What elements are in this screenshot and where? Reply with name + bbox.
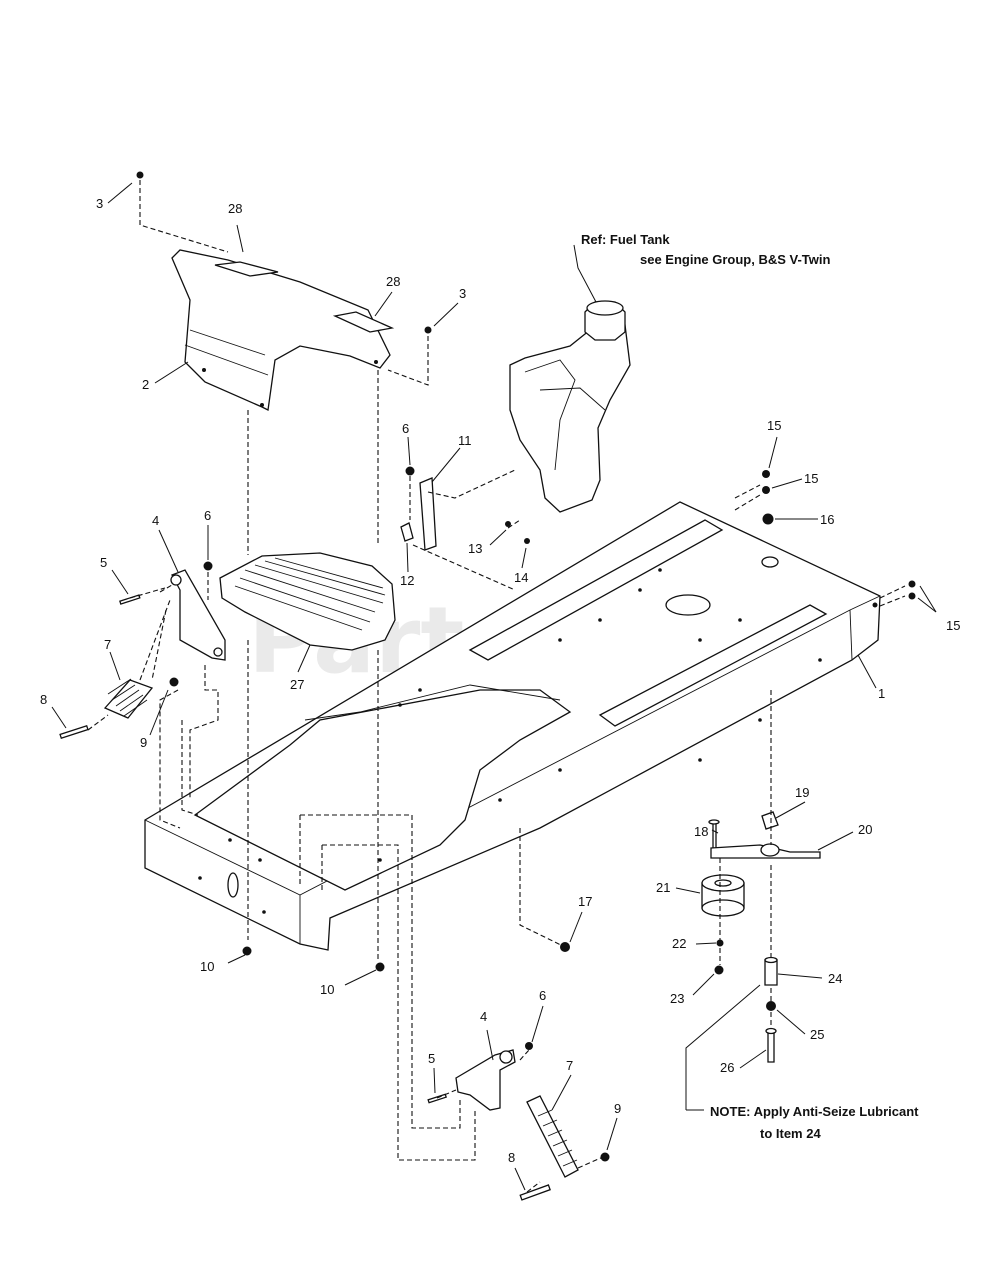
callout-27: 27 bbox=[290, 677, 304, 692]
bolt-8-upper bbox=[59, 724, 89, 740]
note-lube-line2: to Item 24 bbox=[760, 1126, 821, 1141]
upper-bracket-part bbox=[170, 569, 226, 661]
callout-13: 13 bbox=[468, 541, 482, 556]
callout-6c: 6 bbox=[539, 988, 546, 1003]
callout-5a: 5 bbox=[100, 555, 107, 570]
spring-19-part bbox=[761, 811, 779, 830]
fuel-tank-part bbox=[509, 300, 631, 513]
callout-15c: 15 bbox=[946, 618, 960, 633]
lower-shock-part bbox=[526, 1095, 579, 1178]
bolt-5-lower bbox=[427, 1093, 447, 1104]
bracket-part bbox=[419, 477, 437, 551]
callout-19: 19 bbox=[795, 785, 809, 800]
floor-mat-part bbox=[219, 552, 396, 651]
callout-9b: 9 bbox=[614, 1101, 621, 1116]
callout-14: 14 bbox=[514, 570, 528, 585]
callout-24: 24 bbox=[828, 971, 842, 986]
callout-5b: 5 bbox=[428, 1051, 435, 1066]
spacer-24-part bbox=[764, 959, 778, 986]
callout-numbers: 3 28 28 3 2 6 11 15 15 16 4 6 13 5 12 14… bbox=[40, 196, 960, 1165]
callout-1: 1 bbox=[878, 686, 885, 701]
callout-15b: 15 bbox=[804, 471, 818, 486]
callout-7a: 7 bbox=[104, 637, 111, 652]
upper-shock-part bbox=[103, 678, 154, 719]
callout-10b: 10 bbox=[320, 982, 334, 997]
assembly-lines bbox=[87, 180, 906, 1193]
pulley-21-part bbox=[701, 874, 745, 917]
callout-28a: 28 bbox=[228, 201, 242, 216]
callout-3b: 3 bbox=[459, 286, 466, 301]
bolt-26-part bbox=[767, 1031, 775, 1063]
callout-25: 25 bbox=[810, 1027, 824, 1042]
callout-6b: 6 bbox=[204, 508, 211, 523]
screw-12-part bbox=[400, 522, 414, 542]
callout-2: 2 bbox=[142, 377, 149, 392]
callout-3a: 3 bbox=[96, 196, 103, 211]
bolt-8-lower bbox=[519, 1184, 551, 1201]
callout-10a: 10 bbox=[200, 959, 214, 974]
callout-18: 18 bbox=[694, 824, 708, 839]
callout-6a: 6 bbox=[402, 421, 409, 436]
callout-21: 21 bbox=[656, 880, 670, 895]
callout-20: 20 bbox=[858, 822, 872, 837]
callout-7b: 7 bbox=[566, 1058, 573, 1073]
callout-26: 26 bbox=[720, 1060, 734, 1075]
hardware-dots bbox=[136, 171, 916, 1162]
callout-12: 12 bbox=[400, 573, 414, 588]
lower-bracket-part bbox=[455, 1049, 516, 1111]
note-lube-line1: NOTE: Apply Anti-Seize Lubricant bbox=[710, 1104, 919, 1119]
callout-4a: 4 bbox=[152, 513, 159, 528]
note-ref-line1: Ref: Fuel Tank bbox=[581, 232, 670, 247]
callout-9a: 9 bbox=[140, 735, 147, 750]
callout-8a: 8 bbox=[40, 692, 47, 707]
bolt-5-upper bbox=[119, 594, 141, 605]
callout-8b: 8 bbox=[508, 1150, 515, 1165]
frame-part bbox=[144, 501, 881, 951]
callout-15a: 15 bbox=[767, 418, 781, 433]
callout-23: 23 bbox=[670, 991, 684, 1006]
callout-28b: 28 bbox=[386, 274, 400, 289]
callout-11: 11 bbox=[458, 433, 472, 448]
hood-panel-part bbox=[171, 249, 391, 411]
callout-22: 22 bbox=[672, 936, 686, 951]
callout-4b: 4 bbox=[480, 1009, 487, 1024]
note-ref-line2: see Engine Group, B&S V-Twin bbox=[640, 252, 831, 267]
leader-lines bbox=[51, 182, 937, 1191]
decal-top-part bbox=[214, 261, 279, 277]
callout-17: 17 bbox=[578, 894, 592, 909]
callout-16: 16 bbox=[820, 512, 834, 527]
decal-side-part bbox=[332, 311, 395, 333]
